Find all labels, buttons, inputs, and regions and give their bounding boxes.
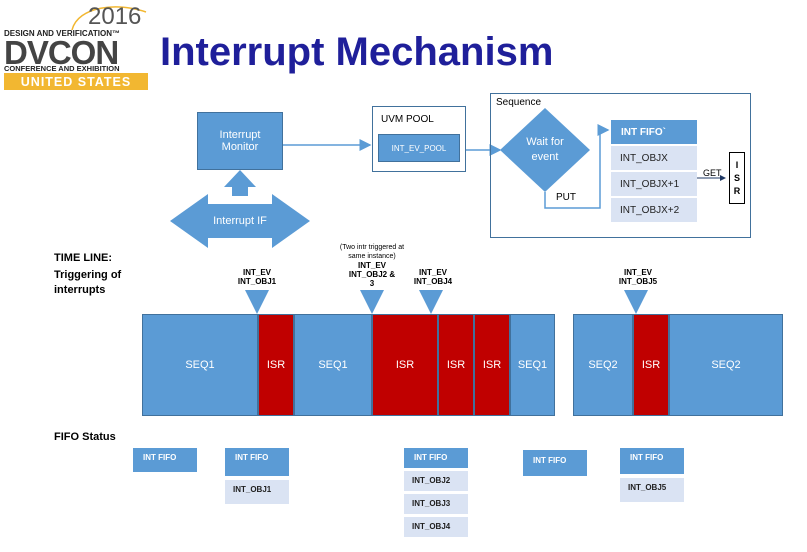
sequence-fifo-item: INT_OBJX	[611, 146, 697, 170]
get-label: GET	[703, 168, 722, 178]
interrupt-monitor-box: Interrupt Monitor	[197, 112, 283, 170]
fifo-status-item: INT_OBJ5	[620, 478, 684, 502]
dvcon-logo: 2016 DESIGN AND VERIFICATION™ DVCON CONF…	[0, 0, 150, 92]
timeline-isr: ISR	[258, 314, 294, 416]
timeline-isr: ISR	[372, 314, 438, 416]
timeline-isr: ISR	[633, 314, 669, 416]
isr-letter: I	[735, 159, 739, 170]
sequence-title: Sequence	[496, 97, 542, 108]
uvm-pool-title: UVM POOL	[381, 114, 434, 125]
wait-for-event-label: Wait for event	[526, 136, 564, 163]
up-arrow	[224, 170, 256, 196]
fifo-status-heading: FIFO Status	[54, 431, 116, 443]
sequence-fifo-header: INT FIFO`	[611, 120, 697, 144]
logo-sub-line: CONFERENCE AND EXHIBITION	[4, 64, 120, 73]
annotation-obj2-3: (Two intr triggered at same instance) IN…	[339, 244, 405, 288]
logo-name: DVCON	[4, 34, 119, 71]
put-connector	[544, 124, 610, 209]
annotation-obj1: INT_EV INT_OBJ1	[237, 268, 277, 286]
fifo-status-header: INT FIFO	[523, 450, 587, 476]
fifo-status-header: INT FIFO	[225, 448, 289, 476]
timeline-seq: SEQ1	[142, 314, 258, 416]
annotation-obj4: INT_EV INT_OBJ4	[413, 268, 453, 286]
wait-for-event-diamond	[500, 108, 590, 192]
sequence-fifo-item: INT_OBJX+2	[611, 198, 697, 222]
fifo-status-header: INT FIFO	[133, 448, 197, 472]
logo-top-line: DESIGN AND VERIFICATION™	[4, 29, 121, 38]
uvm-pool-item: INT_EV_POOL	[378, 134, 460, 162]
interrupt-if-arrow	[170, 194, 310, 248]
page-title: Interrupt Mechanism	[160, 30, 554, 74]
sequence-container	[490, 93, 751, 238]
logo-year: 2016	[88, 3, 142, 30]
fifo-status-item: INT_OBJ3	[404, 494, 468, 514]
fifo-status-header: INT FIFO	[404, 448, 468, 468]
timeline-subheading: Triggering of interrupts	[54, 269, 122, 296]
fifo-status-item: INT_OBJ4	[404, 517, 468, 537]
isr-box: I S R	[729, 152, 745, 204]
logo-country: UNITED STATES	[4, 73, 148, 90]
interrupt-if-label: Interrupt IF	[213, 215, 267, 227]
isr-letter: R	[733, 185, 741, 196]
timeline-heading: TIME LINE:	[54, 252, 113, 264]
logo-swoosh	[71, 6, 147, 31]
sequence-fifo-item: INT_OBJX+1	[611, 172, 697, 196]
timeline-isr: ISR	[438, 314, 474, 416]
fifo-status-header: INT FIFO	[620, 448, 684, 474]
fifo-status-item: INT_OBJ1	[225, 480, 289, 504]
put-label: PUT	[556, 192, 576, 203]
timeline-seq: SEQ1	[294, 314, 372, 416]
timeline-seq: SEQ1	[510, 314, 555, 416]
timeline-isr: ISR	[474, 314, 510, 416]
timeline-seq: SEQ2	[669, 314, 783, 416]
interrupt-monitor-label: Interrupt Monitor	[219, 129, 261, 153]
timeline-seq: SEQ2	[573, 314, 633, 416]
annotation-obj5: INT_EV INT_OBJ5	[618, 268, 658, 286]
fifo-status-item: INT_OBJ2	[404, 471, 468, 491]
isr-letter: S	[733, 172, 740, 183]
